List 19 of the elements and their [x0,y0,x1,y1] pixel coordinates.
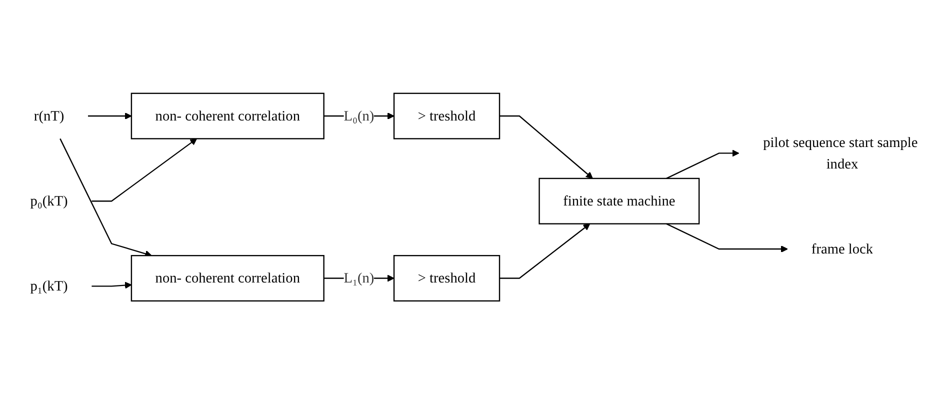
node-text: r(nT) [34,108,64,124]
arrow [92,282,132,290]
arrow [500,224,590,280]
edge-label: L₁(n) [344,270,374,286]
edge-label: L₀(n) [344,108,374,124]
node-text: pilot sequence start sample index [763,134,918,172]
node-box: non- coherent correlation [130,255,324,302]
node-text: p₁(kT) [30,278,68,294]
arrow [92,138,198,202]
arrow [666,150,740,180]
node-text: p₀(kT) [30,193,68,210]
node-text: frame lock [811,241,874,257]
node-box: non- coherent correlation [130,93,324,140]
arrow [666,224,788,253]
node-box: > treshold [393,255,500,302]
arrow [500,116,593,180]
node-box: finite state machine [538,178,700,225]
arrow [88,112,132,120]
node-box: > treshold [393,93,500,140]
